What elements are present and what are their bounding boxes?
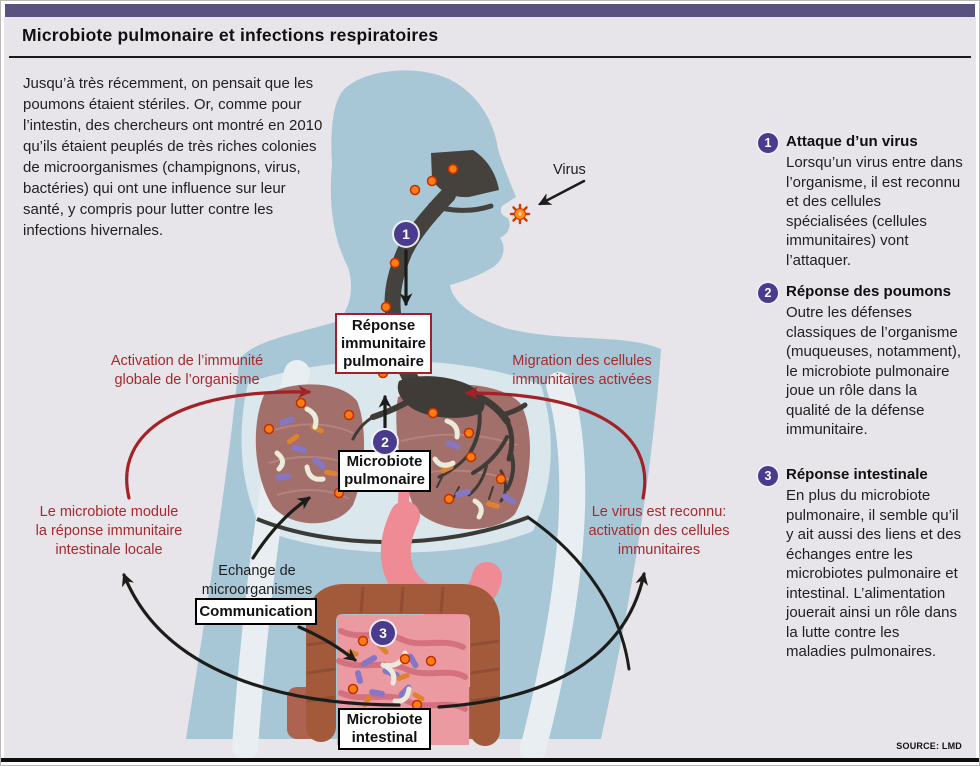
virus-particle bbox=[509, 203, 531, 225]
legend-step-1: 1 Attaque d’un virus Lorsqu’un virus ent… bbox=[758, 132, 963, 270]
lung-microbes bbox=[274, 406, 517, 520]
step-marker-1: 1 bbox=[394, 222, 418, 246]
top-accent-bar bbox=[5, 4, 975, 17]
annotation-module: Le microbiote module la réponse immunita… bbox=[35, 504, 183, 558]
bronchial-tree bbox=[351, 389, 528, 503]
step-title-2: Réponse des poumons bbox=[786, 283, 952, 300]
step-title-1: Attaque d’un virus bbox=[786, 133, 918, 150]
step-title-3: Réponse intestinale bbox=[786, 466, 928, 483]
legend-step-2: 2 Réponse des poumons Outre les défenses… bbox=[758, 282, 963, 440]
annotation-activation: Activation de l’immunité globale de l’or… bbox=[110, 353, 264, 388]
arrow-exchange-to-lung bbox=[251, 496, 311, 560]
arrow-gut-to-left-note bbox=[122, 573, 401, 707]
arrow-global-immunity bbox=[125, 385, 312, 500]
step-marker-3: 3 bbox=[371, 621, 395, 645]
step-badge-2: 2 bbox=[758, 283, 778, 303]
arrow-gut-to-right-note bbox=[437, 571, 649, 709]
title-divider bbox=[9, 56, 971, 58]
label-box-lung-microbiome: Microbiote pulmonaire bbox=[338, 450, 431, 492]
label-box-gut-microbiome: Microbiote intestinal bbox=[338, 708, 431, 750]
page-title: Microbiote pulmonaire et infections resp… bbox=[22, 25, 439, 45]
step-text-1: Lorsqu’un virus entre dans l’organisme, … bbox=[786, 154, 963, 269]
annotation-exchange: Echange de microorganismes bbox=[201, 563, 313, 598]
annotation-recognized: Le virus est reconnu: activation des cel… bbox=[588, 504, 730, 558]
source-credit: SOURCE: LMD bbox=[896, 741, 962, 751]
virus-label: Virus bbox=[553, 162, 586, 178]
bottom-border bbox=[1, 758, 979, 762]
virus-pointer-arrow bbox=[538, 179, 586, 206]
lung-to-gut-curve bbox=[527, 516, 631, 671]
step-text-2: Outre les défenses classiques de l’organ… bbox=[786, 304, 962, 438]
flow-arrows bbox=[122, 179, 649, 709]
legend-step-3: 3 Réponse intestinale En plus du microbi… bbox=[758, 465, 963, 662]
step-badge-3: 3 bbox=[758, 466, 778, 486]
label-box-communication: Communication bbox=[195, 598, 317, 625]
arrow-cell-migration bbox=[464, 386, 647, 500]
intro-paragraph: Jusqu’à très récemment, on pensait que l… bbox=[23, 75, 323, 239]
annotation-migration: Migration des cellules immunitaires acti… bbox=[512, 353, 652, 388]
step-marker-2: 2 bbox=[373, 430, 397, 454]
arrow-communication-to-gut bbox=[297, 625, 357, 662]
step-text-3: En plus du microbiote pulmonaire, il sem… bbox=[786, 487, 962, 660]
label-box-immune-response: Réponse immunitaire pulmonaire bbox=[335, 313, 432, 374]
step-badge-1: 1 bbox=[758, 133, 778, 153]
